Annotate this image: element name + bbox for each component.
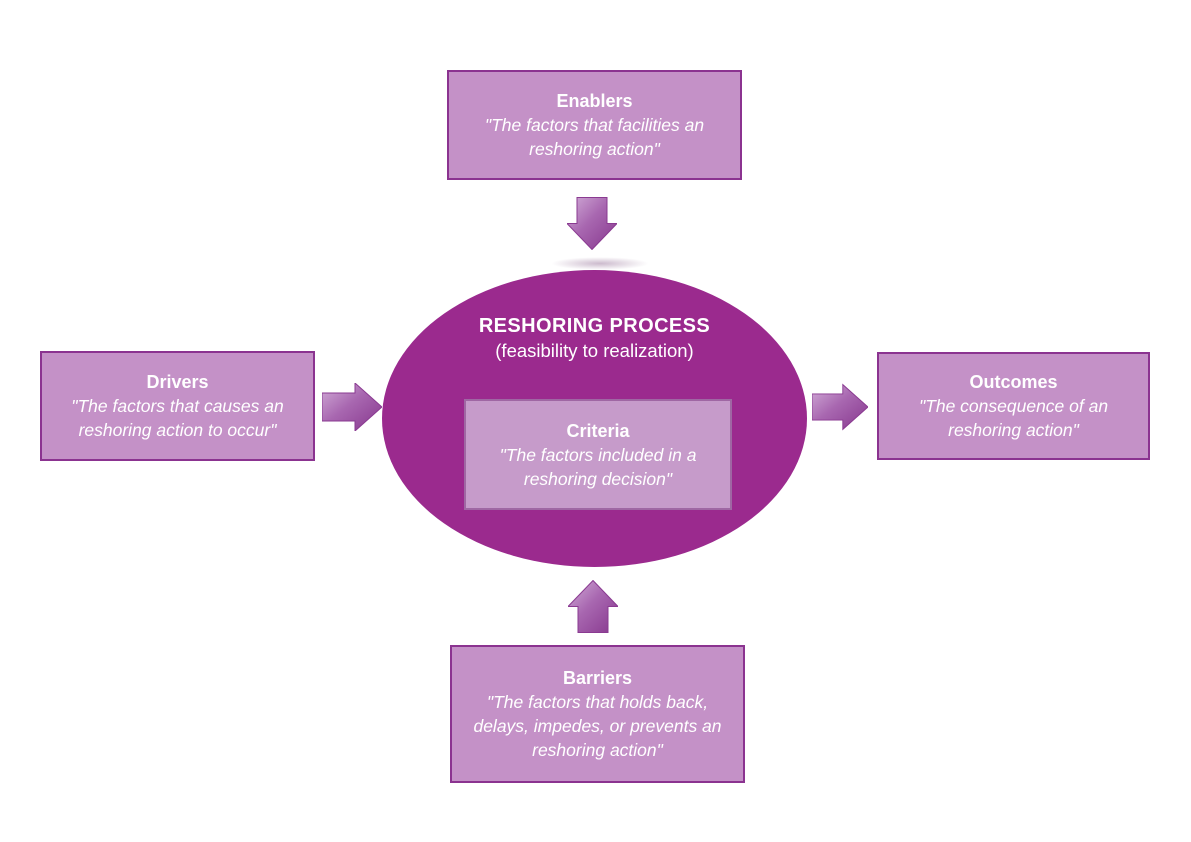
outcomes-description: "The consequence of an reshoring action" (918, 396, 1109, 440)
outcomes-box: Outcomes "The consequence of an reshorin… (877, 352, 1150, 460)
enablers-title: Enablers (556, 91, 633, 111)
barriers-title: Barriers (562, 668, 633, 688)
enablers-description: "The factors that facilities an reshorin… (484, 115, 705, 159)
drivers-box: Drivers "The factors that causes an resh… (40, 351, 315, 461)
outcomes-title: Outcomes (969, 372, 1058, 392)
barriers-description: "The factors that holds back, delays, im… (473, 692, 722, 760)
process-subtitle: (feasibility to realization) (495, 340, 694, 361)
arrow-down-icon (567, 197, 617, 250)
criteria-description: "The factors included in a reshoring dec… (499, 444, 697, 489)
arrow-right-icon (322, 383, 382, 431)
enablers-box: Enablers "The factors that facilities an… (447, 70, 742, 180)
arrow-up-icon (568, 580, 618, 633)
arrow-shadow (551, 257, 649, 270)
criteria-title: Criteria (566, 420, 630, 441)
arrow-right-icon (812, 383, 868, 431)
reshoring-process-ellipse: RESHORING PROCESS (feasibility to realiz… (382, 270, 807, 567)
drivers-description: "The factors that causes an reshoring ac… (71, 396, 284, 440)
drivers-title: Drivers (146, 372, 209, 392)
criteria-box: Criteria "The factors included in a resh… (464, 399, 732, 510)
barriers-box: Barriers "The factors that holds back, d… (450, 645, 745, 783)
process-title: RESHORING PROCESS (478, 315, 711, 337)
